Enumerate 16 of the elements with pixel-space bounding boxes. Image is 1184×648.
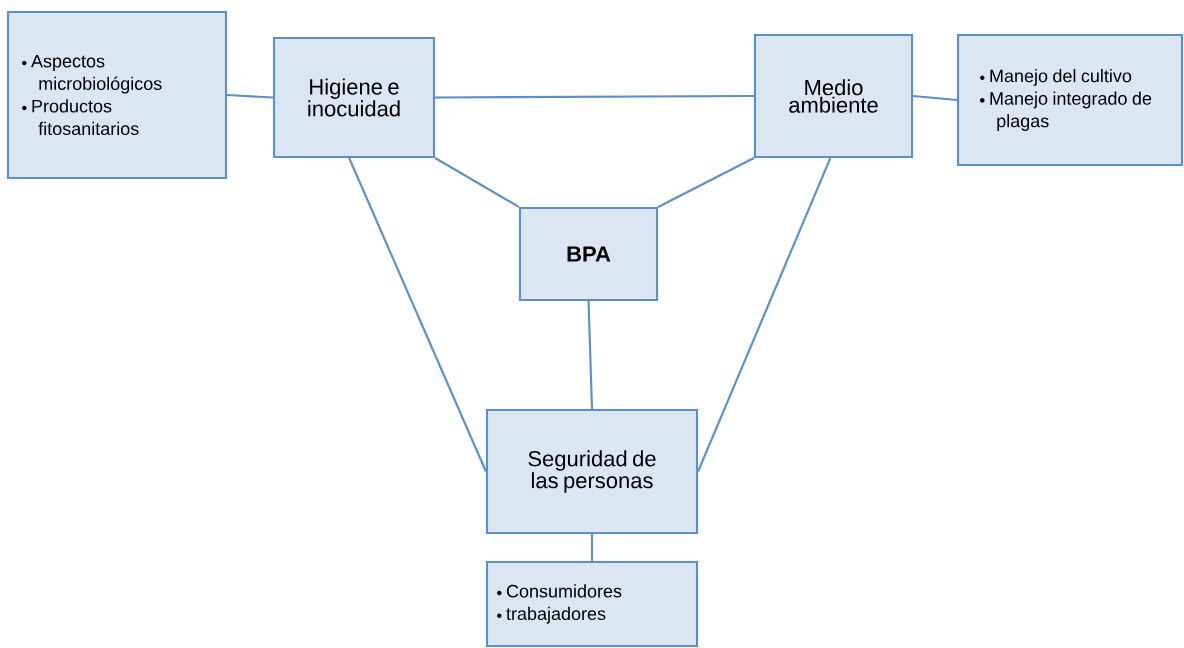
- connector-line: [227, 93, 273, 99]
- process-box: BPA: [518, 206, 659, 302]
- connector-line: [657, 157, 755, 208]
- process-box: Higiene e inocuidad: [272, 36, 436, 159]
- process-box: Medio ambiente: [753, 33, 914, 159]
- bullet-list-box: Consumidores trabajadores: [485, 560, 699, 648]
- connector-line: [590, 534, 594, 561]
- connector-line: [435, 94, 754, 99]
- bullet-list-box: Aspectos microbiológicos Productos fitosanitarios: [6, 10, 228, 180]
- connector-line: [434, 157, 520, 208]
- connector-line: [697, 157, 832, 472]
- connector-line: [587, 301, 594, 409]
- process-box: Seguridad de las personas: [485, 408, 699, 535]
- connector-line: [348, 157, 487, 472]
- bullet-list-box: Manejo del cultivo Manejo integrado de plagas: [956, 33, 1184, 167]
- connector-line: [913, 94, 958, 102]
